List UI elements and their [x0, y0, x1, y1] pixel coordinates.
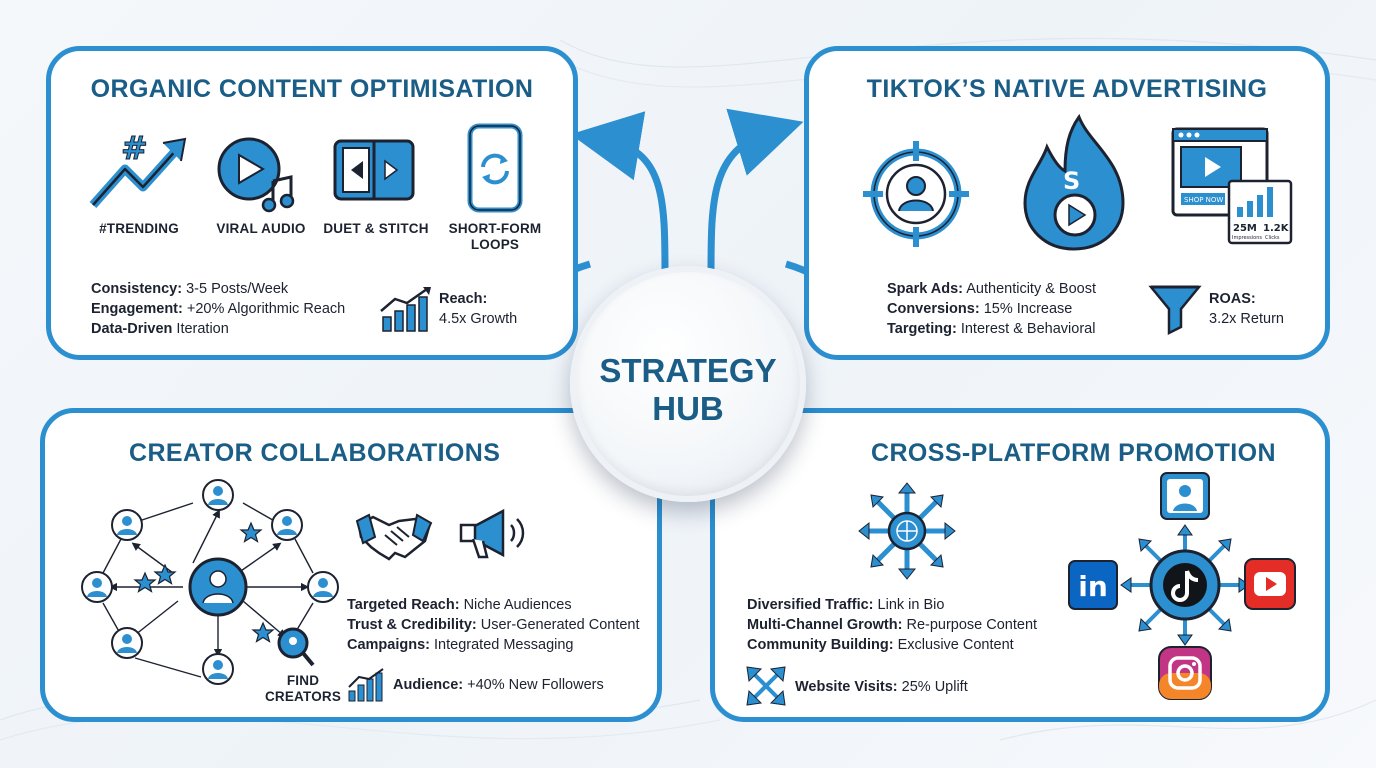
organic-metric: Reach: 4.5x Growth: [439, 289, 517, 329]
ads-stat-1-value: Authenticity & Boost: [963, 281, 1097, 297]
svg-text:#: #: [121, 129, 148, 167]
ads-stat-1: Spark Ads: Authenticity & Boost: [887, 279, 1096, 299]
creator-collaborations-panel: CREATOR COLLABORATIONS: [40, 408, 662, 722]
creators-metric: Audience: +40% New Followers: [393, 675, 604, 695]
trending-label: #TRENDING: [99, 221, 179, 236]
organic-content-panel: ORGANIC CONTENT OPTIMISATION # #TRENDING…: [46, 46, 578, 360]
ads-metric: ROAS: 3.2x Return: [1209, 289, 1284, 329]
audience-growth-icon: [348, 668, 384, 702]
find-creators-line2: CREATORS: [264, 689, 342, 704]
short-form-label-line1: SHORT-FORM: [448, 221, 542, 236]
native-advertising-panel: TIKTOK’S NATIVE ADVERTISING S SHOP NOW 2…: [804, 46, 1330, 360]
cross-stat-2-key: Multi-Channel Growth:: [747, 617, 903, 633]
spark-flame-icon: S: [1023, 113, 1125, 251]
creators-stat-1-value: Niche Audiences: [459, 597, 572, 613]
hub-title-line1: STRATEGY: [599, 352, 777, 389]
viral-audio-label: VIRAL AUDIO: [216, 221, 306, 236]
ads-panel-title: TIKTOK’S NATIVE ADVERTISING: [866, 75, 1268, 103]
creators-stat-1: Targeted Reach: Niche Audiences: [347, 595, 572, 615]
creators-stat-2-value: User-Generated Content: [476, 617, 640, 633]
cross-stat-3: Community Building: Exclusive Content: [747, 635, 1014, 655]
creators-panel-title: CREATOR COLLABORATIONS: [129, 439, 501, 467]
cross-metric-value: 25% Uplift: [897, 679, 968, 695]
creators-stat-2: Trust & Credibility: User-Generated Cont…: [347, 615, 640, 635]
metric-1-text: 25M: [1233, 223, 1257, 234]
metric-2-caption: Clicks: [1265, 235, 1280, 241]
creators-metric-key: Audience:: [393, 677, 464, 693]
strategy-hub: STRATEGY HUB: [570, 266, 806, 502]
hub-title-line2: HUB: [652, 390, 724, 427]
target-audience-icon: [863, 141, 969, 247]
organic-stat-2-value: +20% Algorithmic Reach: [182, 301, 346, 317]
creators-stat-3: Campaigns: Integrated Messaging: [347, 635, 573, 655]
ads-stat-3: Targeting: Interest & Behavioral: [887, 319, 1095, 339]
funnel-icon: [1148, 285, 1202, 336]
organic-stat-3-key: Data-Driven: [91, 321, 173, 337]
trending-hashtag-icon: #: [89, 129, 187, 208]
ads-stat-2-value: 15% Increase: [979, 301, 1073, 317]
creators-metric-value: +40% New Followers: [463, 677, 604, 693]
cross-metric-key: Website Visits:: [795, 679, 898, 695]
play-music-icon: [217, 137, 295, 213]
creators-stat-1-key: Targeted Reach:: [347, 597, 460, 613]
handshake-icon: [355, 513, 433, 561]
organic-panel-title: ORGANIC CONTENT OPTIMISATION: [90, 75, 534, 103]
cross-stat-3-value: Exclusive Content: [893, 637, 1014, 653]
phone-loop-icon: [467, 123, 523, 213]
find-creators-label: FIND CREATORS: [263, 673, 343, 705]
organic-metric-value: 4.5x Growth: [439, 311, 518, 327]
ads-metric-value: 3.2x Return: [1209, 311, 1284, 327]
creators-stat-2-key: Trust & Credibility:: [347, 617, 477, 633]
organic-stat-1-key: Consistency:: [91, 281, 183, 297]
cross-stat-2-value: Re-purpose Content: [902, 617, 1038, 633]
platform-hub-icon: in: [1068, 472, 1296, 700]
ads-stat-2-key: Conversions:: [887, 301, 980, 317]
creators-stat-3-key: Campaigns:: [347, 637, 430, 653]
ads-stat-1-key: Spark Ads:: [887, 281, 964, 297]
short-form-label-line2: LOOPS: [470, 237, 520, 252]
expand-arrows-icon: [746, 666, 786, 706]
cross-stat-2: Multi-Channel Growth: Re-purpose Content: [747, 615, 1037, 635]
organic-metric-key: Reach:: [439, 291, 488, 307]
creator-network-icon: [81, 479, 339, 685]
shop-now-text: SHOP NOW: [1184, 196, 1223, 204]
cross-stat-1: Diversified Traffic: Link in Bio: [747, 595, 944, 615]
ads-stat-3-value: Interest & Behavioral: [956, 321, 1096, 337]
ads-stat-3-key: Targeting:: [887, 321, 957, 337]
cross-stat-3-key: Community Building:: [747, 637, 894, 653]
metric-2-text: 1.2K: [1263, 223, 1290, 234]
split-screen-icon: [333, 139, 415, 201]
flame-letter: S: [1063, 167, 1080, 195]
short-form-label: SHORT-FORM LOOPS: [435, 221, 555, 253]
bar-growth-icon: [380, 287, 431, 332]
ad-dashboard-icon: SHOP NOW 25M 1.2K Impressions Clicks: [1171, 127, 1293, 245]
cross-platform-panel: CROSS-PLATFORM PROMOTION Diversified Tra…: [710, 408, 1330, 722]
organic-stat-2-key: Engagement:: [91, 301, 183, 317]
cross-panel-title: CROSS-PLATFORM PROMOTION: [871, 439, 1276, 467]
cross-metric: Website Visits: 25% Uplift: [795, 677, 968, 697]
organic-stat-1-value: 3-5 Posts/Week: [182, 281, 289, 297]
cross-stat-1-key: Diversified Traffic:: [747, 597, 874, 613]
metric-1-caption: Impressions: [1232, 235, 1262, 241]
hub-title: STRATEGY HUB: [576, 352, 800, 428]
ads-metric-key: ROAS:: [1209, 291, 1256, 307]
creators-stat-3-value: Integrated Messaging: [430, 637, 574, 653]
find-creators-line1: FIND: [286, 673, 320, 688]
linkedin-text: in: [1078, 570, 1108, 603]
duet-stitch-label: DUET & STITCH: [323, 221, 429, 236]
organic-stat-3-value: Iteration: [172, 321, 229, 337]
organic-stat-2: Engagement: +20% Algorithmic Reach: [91, 299, 345, 319]
cross-stat-1-value: Link in Bio: [873, 597, 945, 613]
globe-expand-icon: [858, 482, 956, 580]
megaphone-icon: [459, 508, 525, 559]
organic-stat-1: Consistency: 3-5 Posts/Week: [91, 279, 288, 299]
ads-stat-2: Conversions: 15% Increase: [887, 299, 1072, 319]
organic-stat-3: Data-Driven Iteration: [91, 319, 229, 339]
